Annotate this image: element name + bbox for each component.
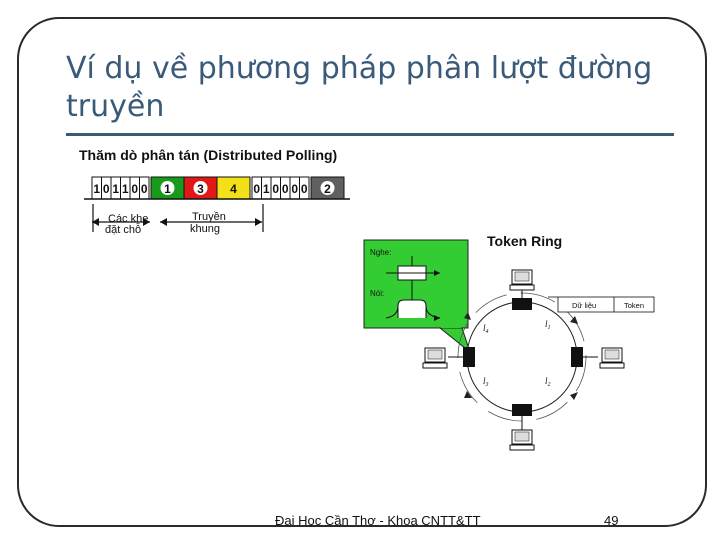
frame-3-badge: [193, 181, 208, 195]
frame-1-label: 1: [164, 182, 171, 196]
frame-2-label: 2: [324, 182, 331, 196]
slide-frame: [17, 17, 707, 527]
reservation-bit-r5-label: 0: [301, 182, 308, 196]
transmit-label-line1: Truyền: [192, 211, 226, 223]
footer-text: Đại Học Cần Thơ - Khoa CNTT&TT: [275, 513, 481, 528]
reservation-bit-r3-label: 0: [282, 182, 289, 196]
reservation-bit-5-label: 0: [141, 182, 148, 196]
computer-icon: [509, 429, 535, 451]
token-legend-label: Token: [624, 301, 644, 310]
ring-interface-bottom: [512, 404, 532, 416]
reservation-arrow: [92, 204, 150, 232]
title-underline: [66, 133, 674, 136]
ring-interface-top: [512, 298, 532, 310]
segment-label-4: l4: [483, 323, 489, 335]
subtitle: Thăm dò phân tán (Distributed Polling): [79, 147, 338, 163]
reservation-bit-2-label: 1: [112, 182, 119, 196]
reservation-label-line1: Các khe: [108, 213, 148, 225]
page-number: 49: [604, 513, 619, 528]
ring-interface-right: [571, 347, 583, 367]
transmit-label-line2: khung: [190, 223, 220, 235]
reservation-bit-r4-label: 0: [291, 182, 298, 196]
computer-icon: [509, 269, 535, 291]
listen-mode-icon: [386, 256, 440, 292]
ring-legend: Dữ liệu Token: [548, 296, 655, 313]
reservation-bit-r2-label: 0: [272, 182, 279, 196]
segment-label-2: l2: [545, 376, 551, 388]
reservation-bit-3-label: 1: [122, 182, 129, 196]
segment-label-1: l1: [545, 319, 551, 331]
frame-1-badge: [160, 181, 175, 195]
listen-label: Nghe:: [370, 248, 391, 257]
ring-interface-left: [463, 347, 475, 367]
reservation-label-line2: đặt chỗ: [105, 223, 141, 236]
reservation-bit-1-label: 0: [103, 182, 110, 196]
computer-icon: [422, 347, 448, 369]
token-ring-label: Token Ring: [487, 233, 563, 249]
talk-label: Nói:: [370, 289, 384, 298]
ring-cable: [466, 301, 578, 413]
frame-2-badge: [320, 181, 335, 195]
reservation-bit-0-label: 1: [93, 182, 100, 196]
reservation-bit-r0-label: 0: [253, 182, 260, 196]
reservation-bit-r1-label: 1: [263, 182, 270, 196]
frame-3-label: 3: [197, 182, 204, 196]
reservation-bit-4-label: 0: [131, 182, 138, 196]
talk-mode-icon: [385, 292, 441, 321]
slide-title: Ví dụ về phương pháp phân lượt đường tru…: [66, 51, 653, 124]
frame-4-label: 4: [230, 182, 237, 196]
computer-icon: [599, 347, 625, 369]
transmit-arrow: [160, 204, 264, 232]
segment-label-3: l3: [483, 376, 489, 388]
data-legend-label: Dữ liệu: [572, 301, 596, 310]
